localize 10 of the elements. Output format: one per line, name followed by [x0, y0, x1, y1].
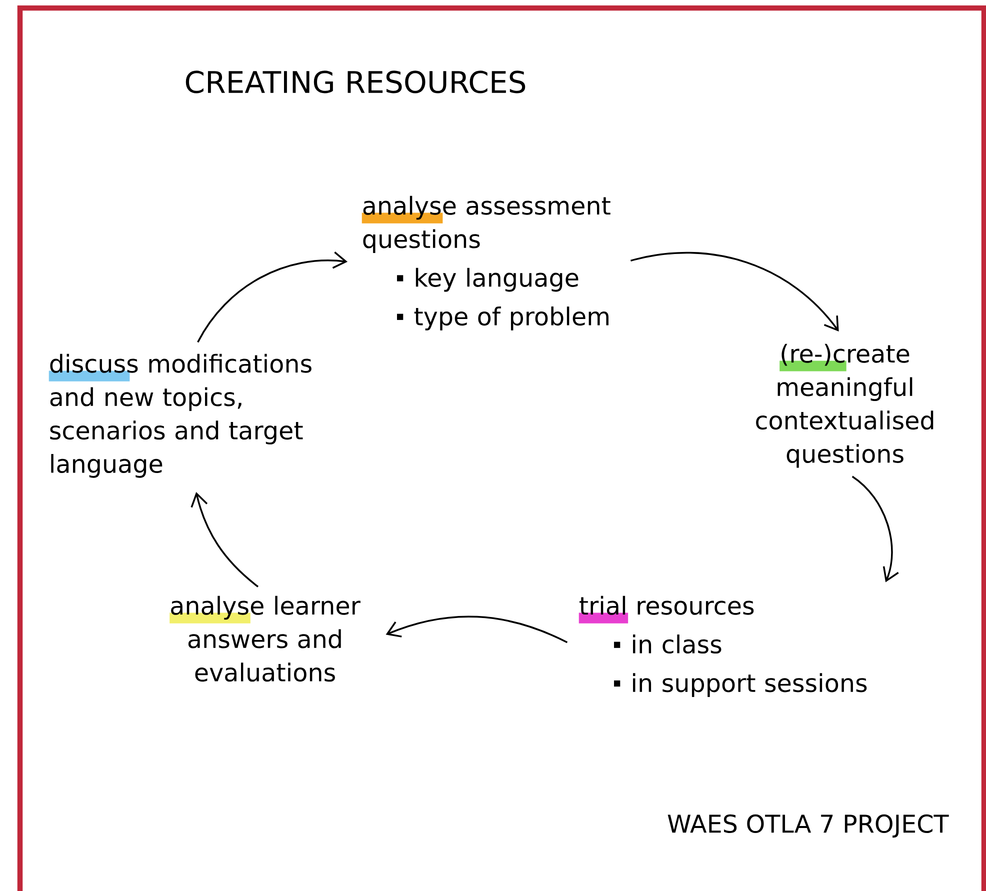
curved-arrow	[190, 492, 259, 588]
curved-arrow	[386, 616, 568, 644]
curved-arrow	[630, 252, 839, 332]
step-text: (re-)create meaningful contextualised questions	[756, 344, 934, 468]
title: CREATING RESOURCES	[186, 70, 526, 94]
step-text: trial resources in class in support sessions	[578, 596, 867, 697]
step-text: discuss modifications and new topics, scenarios and target language	[48, 354, 312, 478]
curved-arrow	[852, 476, 899, 582]
project-label: WAES OTLA 7 PROJECT	[668, 814, 949, 838]
curved-arrow	[197, 252, 348, 343]
